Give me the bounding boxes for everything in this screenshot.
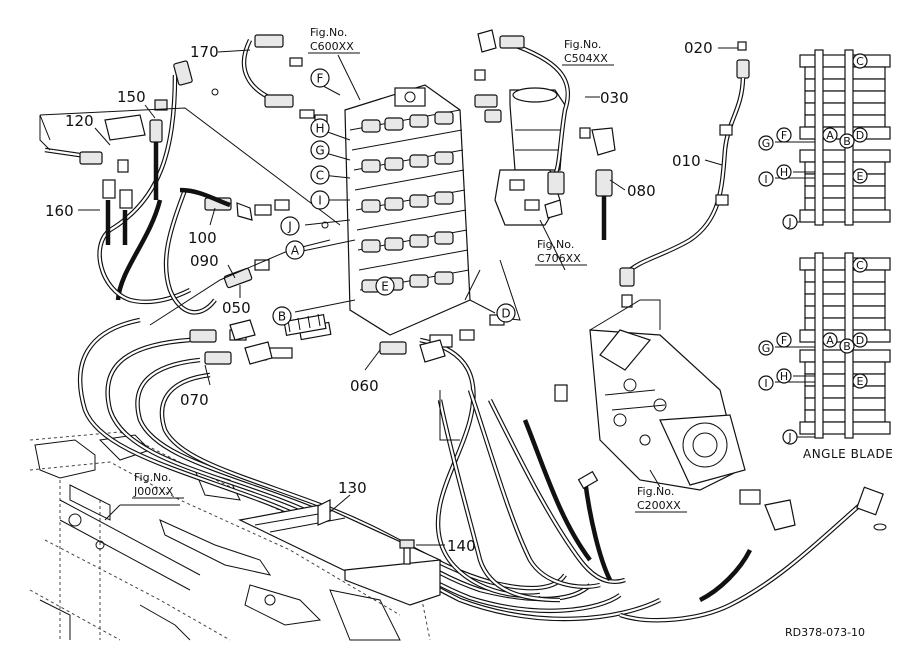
- svg-text:H: H: [780, 166, 788, 179]
- svg-text:Fig.No.: Fig.No.: [637, 485, 674, 498]
- label-070: 070: [180, 391, 209, 409]
- marker-b: B: [272, 306, 292, 326]
- marker-e: E: [375, 276, 395, 296]
- label-100: 100: [188, 229, 217, 247]
- connection-markers-inset-upper: C A B D F G H I E J: [758, 53, 868, 230]
- svg-text:C: C: [316, 169, 324, 183]
- svg-text:I: I: [764, 377, 767, 390]
- svg-text:Fig.No.: Fig.No.: [537, 238, 574, 251]
- drawing-code: RD378-073-10: [785, 626, 865, 639]
- svg-text:A: A: [826, 334, 834, 347]
- hose-bundle: [77, 74, 862, 623]
- label-010: 010: [672, 152, 701, 170]
- filter-assembly: [474, 29, 616, 226]
- svg-text:C: C: [856, 259, 864, 272]
- valve-spools: [361, 111, 454, 293]
- svg-text:Fig.No.: Fig.No.: [564, 38, 601, 51]
- control-valve-assembly: [344, 84, 471, 336]
- svg-text:E: E: [381, 280, 389, 294]
- hose-fittings-lower-left: [179, 187, 446, 365]
- svg-text:H: H: [780, 370, 788, 383]
- label-170: 170: [190, 43, 219, 61]
- svg-text:E: E: [857, 375, 864, 388]
- label-160: 160: [45, 202, 74, 220]
- figure-ref-c706: Fig.No. C706XX: [535, 238, 587, 266]
- svg-text:B: B: [843, 340, 851, 353]
- svg-text:J: J: [787, 431, 791, 444]
- svg-text:A: A: [291, 244, 300, 258]
- marker-g: G: [310, 140, 330, 160]
- figure-ref-c200: Fig.No. C200XX: [635, 485, 687, 513]
- label-020: 020: [684, 39, 713, 57]
- label-120: 120: [65, 112, 94, 130]
- marker-h: H: [310, 118, 330, 138]
- hose-170: [241, 34, 294, 108]
- angle-blade-caption: ANGLE BLADE: [803, 447, 893, 461]
- hose-010: [619, 41, 750, 308]
- bolt-140: [399, 539, 415, 565]
- figure-ref-c600: Fig.No. C600XX: [308, 26, 360, 54]
- label-140: 140: [447, 537, 476, 555]
- svg-text:H: H: [315, 122, 324, 136]
- label-130: 130: [338, 479, 367, 497]
- svg-text:G: G: [762, 137, 771, 150]
- svg-text:D: D: [856, 334, 864, 347]
- svg-text:C: C: [856, 55, 864, 68]
- svg-text:Fig.No.: Fig.No.: [134, 471, 171, 484]
- svg-text:D: D: [501, 307, 510, 321]
- marker-j: J: [280, 216, 300, 236]
- marker-c: C: [310, 165, 330, 185]
- label-150: 150: [117, 88, 146, 106]
- leader-lines: [39, 47, 738, 546]
- label-080: 080: [627, 182, 656, 200]
- marker-a: A: [285, 240, 305, 260]
- svg-text:F: F: [781, 334, 787, 347]
- svg-text:I: I: [318, 194, 322, 208]
- connection-markers-inset-lower: C A B D F G H I E J: [758, 257, 868, 445]
- label-050: 050: [222, 299, 251, 317]
- part-number-labels: 170 150 120 160 100 090 050 070 060 030 …: [45, 39, 713, 555]
- marker-d: D: [496, 303, 516, 323]
- connection-markers-main: F H G C I J A E B D: [272, 68, 516, 326]
- svg-text:Fig.No.: Fig.No.: [310, 26, 347, 39]
- svg-text:A: A: [826, 129, 834, 142]
- label-060: 060: [350, 377, 379, 395]
- label-090: 090: [190, 252, 219, 270]
- svg-text:J: J: [287, 220, 292, 234]
- svg-text:F: F: [781, 129, 787, 142]
- hydraulic-pump-assembly: [554, 329, 887, 531]
- hose-group-left: [39, 60, 341, 245]
- figure-ref-c504: Fig.No. C504XX: [562, 38, 614, 66]
- marker-i: I: [310, 190, 330, 210]
- valve-schematic-inset-upper: [775, 49, 891, 226]
- hose-080: [595, 169, 613, 240]
- hose-guard-130: [238, 499, 442, 606]
- svg-text:G: G: [315, 144, 324, 158]
- svg-text:D: D: [856, 129, 864, 142]
- svg-text:F: F: [317, 72, 324, 86]
- svg-text:G: G: [762, 342, 771, 355]
- svg-text:E: E: [857, 170, 864, 183]
- svg-text:J000XX: J000XX: [133, 485, 174, 498]
- svg-text:C200XX: C200XX: [637, 499, 681, 512]
- svg-text:I: I: [764, 173, 767, 186]
- svg-text:B: B: [278, 310, 286, 324]
- svg-text:J: J: [787, 216, 791, 229]
- svg-text:C600XX: C600XX: [310, 40, 354, 53]
- svg-text:C706XX: C706XX: [537, 252, 581, 265]
- svg-text:B: B: [843, 135, 851, 148]
- figure-ref-j000: Fig.No. J000XX: [132, 471, 184, 499]
- svg-text:C504XX: C504XX: [564, 52, 608, 65]
- marker-f: F: [310, 68, 330, 88]
- label-030: 030: [600, 89, 629, 107]
